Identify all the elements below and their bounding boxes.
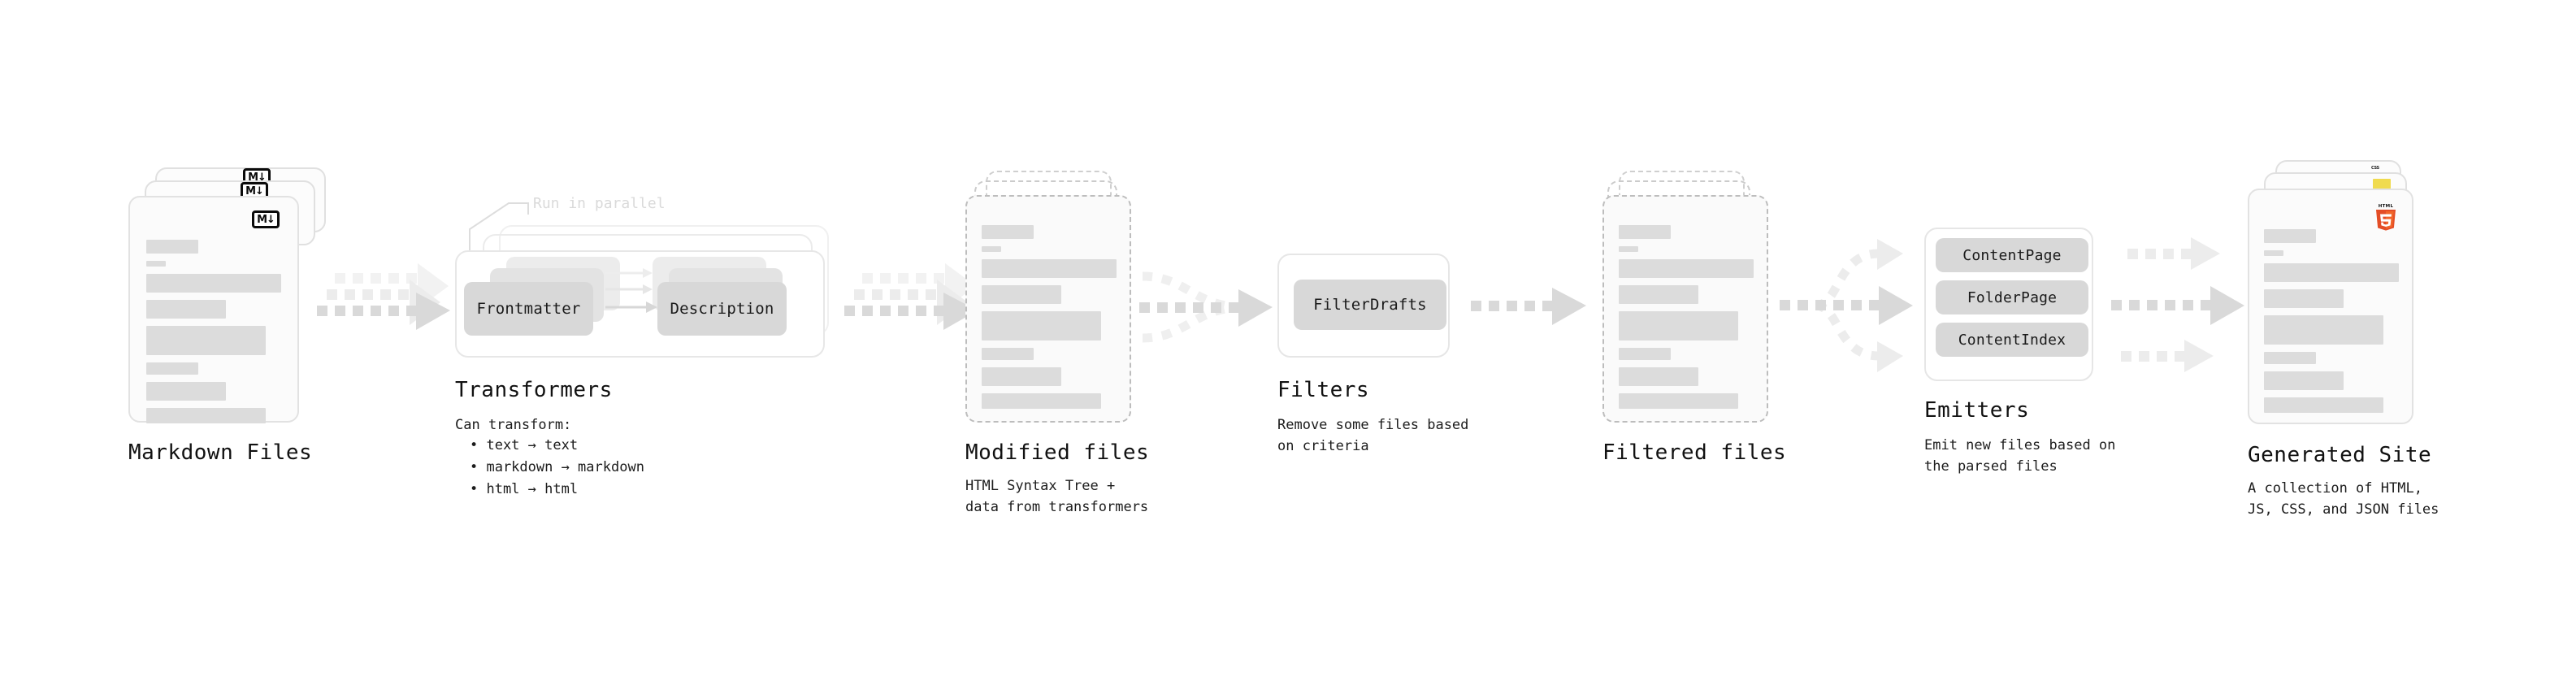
js-icon	[2373, 179, 2391, 190]
filtered-sheet-front	[1602, 195, 1768, 423]
transformer-chip-description[interactable]: Description	[657, 282, 787, 336]
placeholder-line	[2264, 289, 2344, 308]
filtered-sheet-lines	[1619, 225, 1754, 409]
generated-site-caption: A collection of HTML, JS, CSS, and JSON …	[2248, 480, 2439, 518]
placeholder-line	[1619, 393, 1738, 409]
emitter-chip-contentpage[interactable]: ContentPage	[1936, 238, 2088, 272]
filters-caption: Remove some files based on criteria	[1277, 417, 1469, 455]
placeholder-line	[1619, 285, 1698, 304]
placeholder-line	[982, 311, 1101, 340]
placeholder-line	[146, 408, 266, 423]
transformers-caption: Can transform:	[455, 417, 572, 433]
markdown-files-title: Markdown Files	[128, 440, 313, 465]
markdown-icon-back-1: M↓	[241, 182, 268, 200]
placeholder-line	[1619, 225, 1671, 239]
placeholder-line	[2264, 315, 2383, 345]
placeholder-line	[982, 259, 1117, 278]
placeholder-line	[2264, 371, 2344, 390]
placeholder-line	[146, 240, 198, 254]
modified-files-title: Modified files	[965, 440, 1150, 465]
modified-sheet-lines	[982, 225, 1117, 409]
filtered-files-title: Filtered files	[1602, 440, 1787, 465]
placeholder-line	[982, 246, 1001, 252]
placeholder-line	[146, 274, 281, 293]
generated-site-title: Generated Site	[2248, 443, 2432, 467]
placeholder-line	[146, 261, 166, 267]
svg-text:HTML: HTML	[2379, 204, 2394, 209]
placeholder-line	[146, 362, 198, 375]
filter-chip-filterdrafts[interactable]: FilterDrafts	[1294, 280, 1446, 330]
arrow-emitters-to-site	[2106, 228, 2277, 390]
placeholder-line	[1619, 246, 1638, 252]
emitter-chip-folderpage[interactable]: FolderPage	[1936, 280, 2088, 314]
site-sheet-lines	[2264, 229, 2399, 413]
placeholder-line	[1619, 348, 1671, 360]
placeholder-line	[982, 367, 1061, 386]
modified-files-caption: HTML Syntax Tree + data from transformer…	[965, 478, 1149, 516]
emitter-chip-contentindex[interactable]: ContentIndex	[1936, 323, 2088, 357]
placeholder-line	[146, 300, 226, 319]
markdown-sheet-front: M↓	[128, 196, 299, 423]
placeholder-line	[982, 393, 1101, 409]
modified-sheet-front	[965, 195, 1131, 423]
arrow-modified-to-filters	[1138, 244, 1292, 374]
markdown-sheet-lines	[146, 240, 281, 423]
placeholder-line	[146, 326, 266, 355]
list-item: • text → text	[470, 437, 579, 453]
placeholder-line	[2264, 397, 2383, 413]
placeholder-line	[1619, 311, 1738, 340]
placeholder-line	[146, 382, 226, 401]
transformers-bullet-list: • text → text • markdown → markdown • ht…	[470, 435, 644, 501]
placeholder-line	[982, 285, 1061, 304]
run-in-parallel-bracket	[466, 193, 572, 275]
placeholder-line	[2264, 263, 2399, 282]
html5-icon: HTML	[2374, 202, 2398, 231]
transformer-inner-arrows	[605, 265, 695, 330]
filters-title: Filters	[1277, 378, 1370, 402]
arrow-markdown-to-transformers	[314, 263, 460, 358]
list-item: • html → html	[470, 481, 579, 498]
placeholder-line	[2264, 352, 2316, 364]
markdown-icon: M↓	[252, 210, 280, 228]
arrow-filtered-to-emitters	[1773, 228, 1936, 390]
site-sheet-front: HTML	[2248, 189, 2413, 424]
placeholder-line	[2264, 250, 2283, 256]
list-item: • markdown → markdown	[470, 459, 644, 476]
placeholder-line	[1619, 367, 1698, 386]
emitters-caption: Emit new files based on the parsed files	[1924, 437, 2116, 475]
transformer-chip-frontmatter[interactable]: Frontmatter	[464, 282, 593, 336]
run-in-parallel-label: Run in parallel	[533, 195, 666, 212]
transformers-title: Transformers	[455, 378, 613, 402]
placeholder-line	[982, 225, 1034, 239]
placeholder-line	[1619, 259, 1754, 278]
arrow-filters-to-filtered	[1469, 286, 1599, 335]
placeholder-line	[982, 348, 1034, 360]
arrow-transformers-to-modified	[841, 263, 987, 358]
placeholder-line	[2264, 229, 2316, 243]
emitters-title: Emitters	[1924, 398, 2030, 423]
css3-icon-label: CSS	[2371, 166, 2379, 171]
